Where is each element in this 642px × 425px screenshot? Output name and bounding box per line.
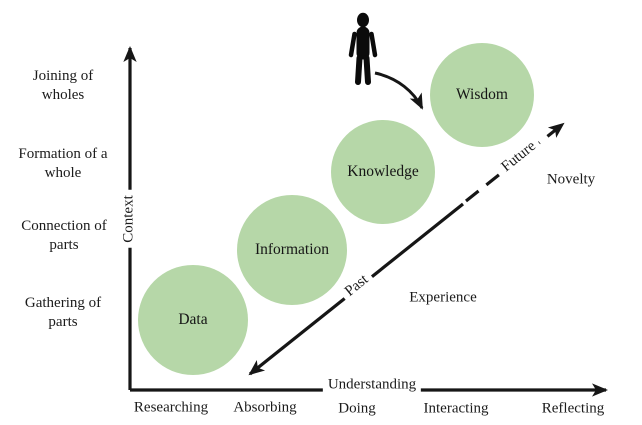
standing-person-icon [348, 12, 378, 85]
y-tick-line: wholes [41, 87, 85, 103]
y-tick-line: Joining of [32, 68, 94, 84]
wisdom-circle-label: Wisdom [456, 86, 508, 103]
y-tick-line: parts [49, 237, 79, 253]
y-tick-joining-of-wholes: Joining of wholes [33, 67, 93, 105]
person-to-wisdom-arrow [374, 71, 424, 110]
x-tick-doing: Doing [338, 400, 376, 417]
information-circle: Information [237, 195, 347, 305]
knowledge-circle: Knowledge [331, 120, 435, 224]
data-circle: Data [138, 265, 248, 375]
y-axis-title-context: Context [118, 190, 140, 248]
x-tick-researching: Researching [133, 399, 209, 416]
wisdom-circle: Wisdom [430, 43, 534, 147]
x-axis-title-understanding: Understanding [322, 375, 422, 395]
experience-label: Experience [409, 289, 477, 306]
y-tick-line: Connection of [21, 218, 107, 234]
x-tick-interacting: Interacting [423, 400, 489, 417]
x-tick-reflecting: Reflecting [541, 400, 605, 417]
y-tick-line: parts [48, 314, 78, 330]
y-tick-connection-of-parts: Connection of parts [21, 217, 106, 255]
information-circle-label: Information [254, 241, 330, 258]
x-tick-absorbing: Absorbing [233, 399, 297, 416]
y-tick-line: Gathering of [24, 295, 102, 311]
novelty-label: Novelty [546, 171, 596, 188]
y-tick-line: Formation of a [18, 146, 108, 162]
y-tick-gathering-of-parts: Gathering of parts [25, 294, 101, 332]
data-circle-label: Data [178, 311, 208, 328]
knowledge-circle-label: Knowledge [347, 163, 419, 180]
y-tick-line: whole [44, 165, 82, 181]
y-tick-formation-of-a-whole: Formation of a whole [18, 145, 107, 183]
